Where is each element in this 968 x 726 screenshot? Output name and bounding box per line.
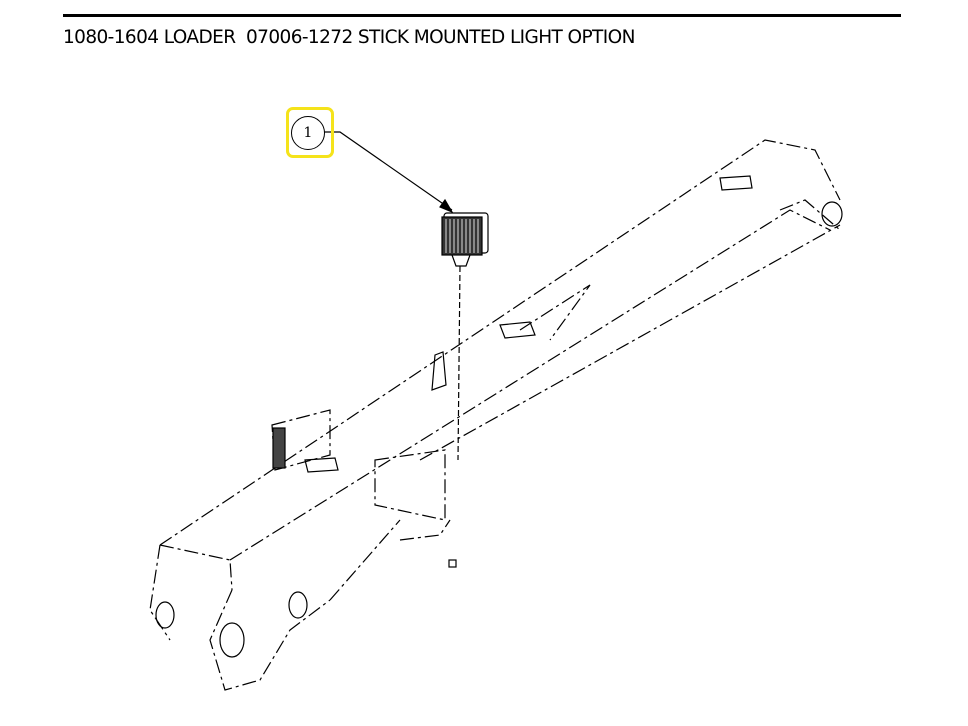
boom-details [155, 175, 843, 658]
callout-highlight [286, 107, 334, 158]
boom-stick [149, 139, 841, 691]
header-rule [63, 14, 901, 17]
page-title: 1080-1604 LOADER 07006-1272 STICK MOUNTE… [63, 27, 635, 48]
callout-1[interactable]: 1 [291, 116, 325, 150]
leader-line [324, 131, 454, 214]
work-light [441, 212, 489, 461]
